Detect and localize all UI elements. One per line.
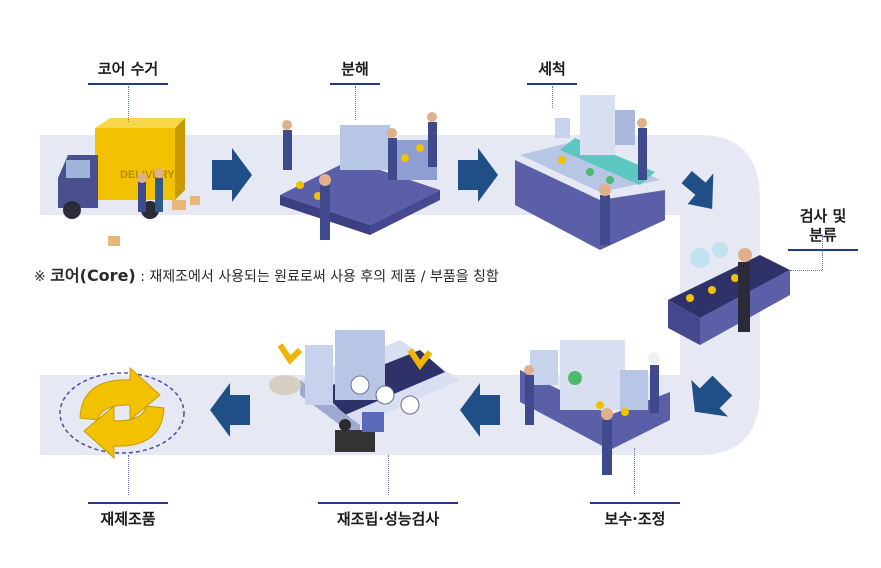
step-text: 분해	[341, 60, 369, 78]
core-definition-note: ※ 코어(Core) : 재제조에서 사용되는 원료로써 사용 후의 제품 / …	[34, 262, 499, 286]
flow-arrow-4	[691, 375, 733, 417]
flow-arrow-5	[460, 383, 500, 437]
reassembly-illustration	[269, 330, 460, 452]
recycle-product-icon	[59, 366, 185, 460]
step-label-repair: 보수·조정	[590, 502, 680, 529]
step-label-product: 재제조품	[88, 502, 168, 529]
inspection-illustration	[668, 242, 790, 345]
step-text: 검사 및 분류	[799, 207, 847, 244]
step-text: 재제조품	[100, 510, 156, 528]
step-label-reassemble: 재조립·성능검사	[318, 502, 458, 529]
repair-illustration	[520, 340, 670, 475]
note-mark: ※	[34, 269, 46, 285]
truck-illustration: DELIVERY	[58, 118, 200, 246]
flow-arrow-6	[210, 383, 250, 437]
step-text: 보수·조정	[604, 510, 666, 528]
step-label-inspect: 검사 및 분류	[788, 188, 858, 270]
svg-text:DELIVERY: DELIVERY	[120, 169, 175, 181]
step-text: 세척	[538, 60, 566, 78]
flow-arrow-1	[212, 148, 252, 202]
note-term: 코어(Core)	[50, 266, 136, 285]
step-text: 코어 수거	[97, 60, 159, 78]
step-label-disassemble: 분해	[330, 58, 380, 85]
washing-illustration	[515, 95, 665, 250]
step-text: 재조립·성능검사	[336, 510, 440, 528]
step-label-clean: 세척	[527, 58, 577, 85]
step-label-collect: 코어 수거	[88, 58, 168, 85]
flow-arrow-3	[681, 171, 714, 209]
flow-arrow-2	[458, 148, 498, 202]
note-text: : 재제조에서 사용되는 원료로써 사용 후의 제품 / 부품을 칭함	[140, 269, 499, 285]
disassembly-illustration	[280, 112, 440, 240]
